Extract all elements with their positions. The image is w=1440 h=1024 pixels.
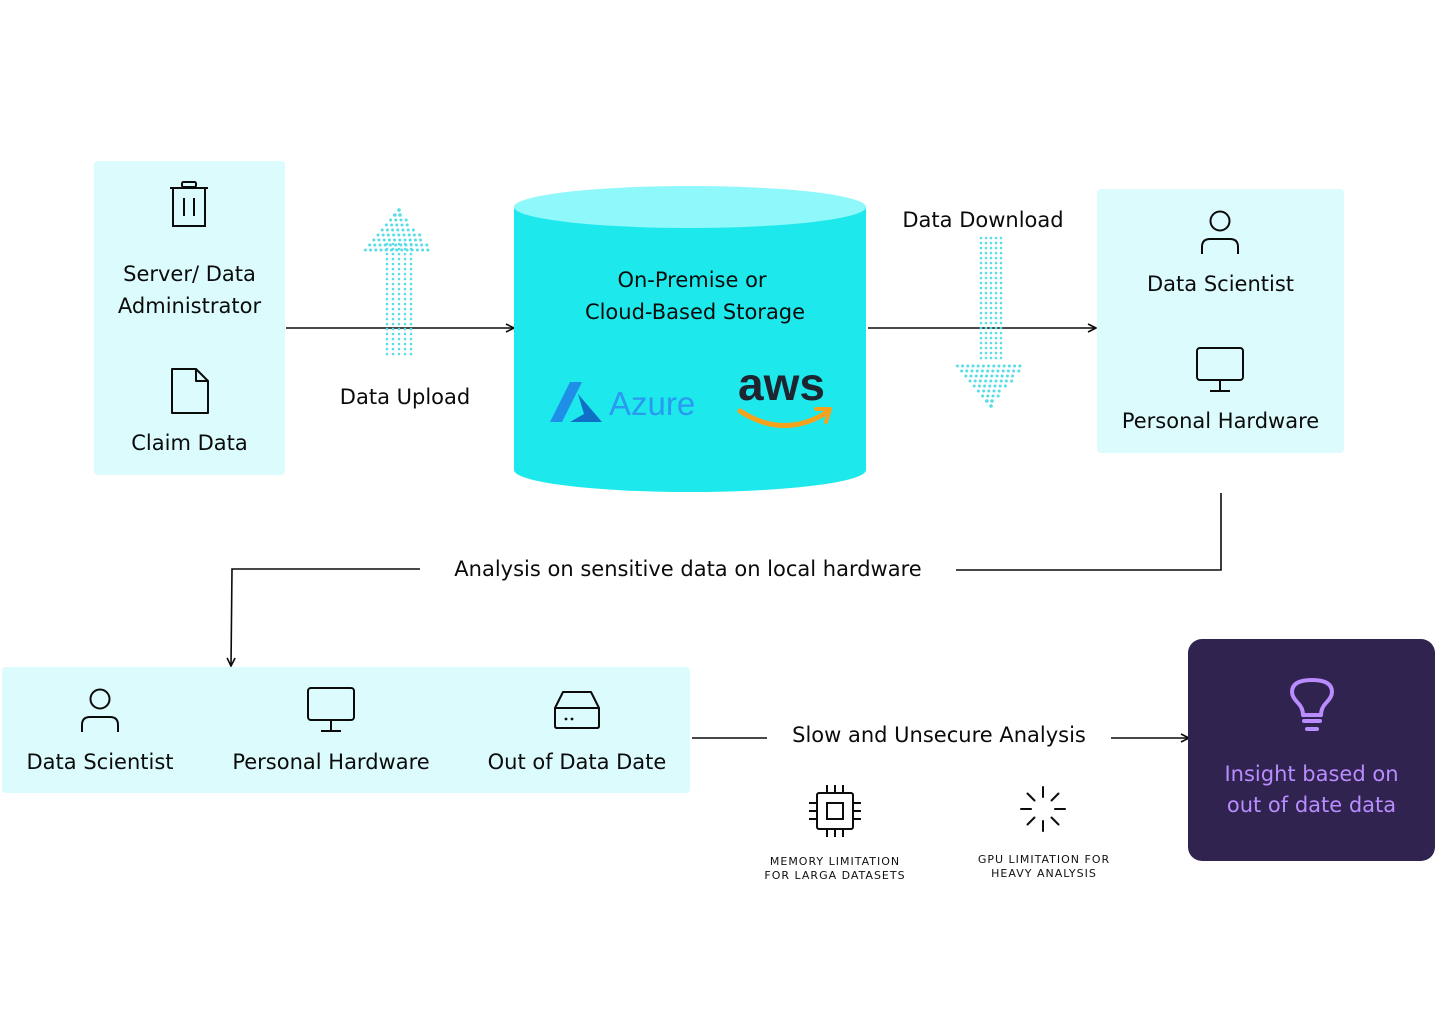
hard-drive-icon [553, 690, 601, 730]
gpu-limit-line1: GPU LIMITATION FOR [977, 853, 1111, 866]
document-icon [170, 367, 210, 415]
azure-logo-text: Azure [609, 385, 696, 422]
loading-spinner-icon [1019, 785, 1067, 833]
user-icon [79, 687, 121, 733]
dotted-down-arrow-icon [955, 236, 1022, 408]
monitor-icon [1196, 347, 1244, 393]
slow-analysis-label: Slow and Unsecure Analysis [792, 723, 1086, 747]
receiver-scientist-label: Data Scientist [1147, 272, 1294, 296]
receiver-panel [1097, 189, 1344, 453]
storage-cylinder [514, 186, 866, 492]
aws-smile-icon [737, 403, 834, 433]
analysis-label: Analysis on sensitive data on local hard… [454, 557, 922, 581]
storage-title-line1: On-Premise or [617, 268, 767, 292]
aws-logo-text: aws [738, 358, 825, 410]
gpu-limit-line2: HEAVY ANALYSIS [991, 867, 1097, 880]
azure-logo-icon [548, 380, 604, 424]
local-scientist-label: Data Scientist [26, 750, 174, 774]
receiver-hardware-label: Personal Hardware [1121, 409, 1320, 433]
insight-line2: out of date data [1226, 793, 1397, 817]
monitor-icon [307, 687, 355, 733]
insight-box [1188, 639, 1435, 861]
insight-line1: Insight based on [1224, 762, 1399, 786]
claim-label: Claim Data [131, 431, 248, 455]
local-outdated-label: Out of Data Date [487, 750, 667, 774]
dotted-up-arrow-icon [363, 208, 430, 356]
analysis-connector-left [231, 568, 420, 666]
cpu-chip-icon [808, 784, 862, 838]
admin-label: Server/ Data Administrator [117, 262, 262, 318]
download-label: Data Download [902, 208, 1064, 232]
user-icon [1199, 209, 1241, 255]
analysis-connector-right [956, 493, 1222, 571]
memory-limit-line2: FOR LARGA DATASETS [764, 869, 906, 882]
upload-label: Data Upload [339, 385, 471, 409]
source-panel [94, 161, 285, 475]
memory-limit-line1: MEMORY LIMITATION [769, 855, 901, 868]
trash-can-icon [167, 180, 211, 228]
local-hardware-label: Personal Hardware [232, 750, 430, 774]
storage-title-line2: Cloud-Based Storage [584, 300, 806, 324]
lightbulb-icon [1290, 677, 1334, 733]
